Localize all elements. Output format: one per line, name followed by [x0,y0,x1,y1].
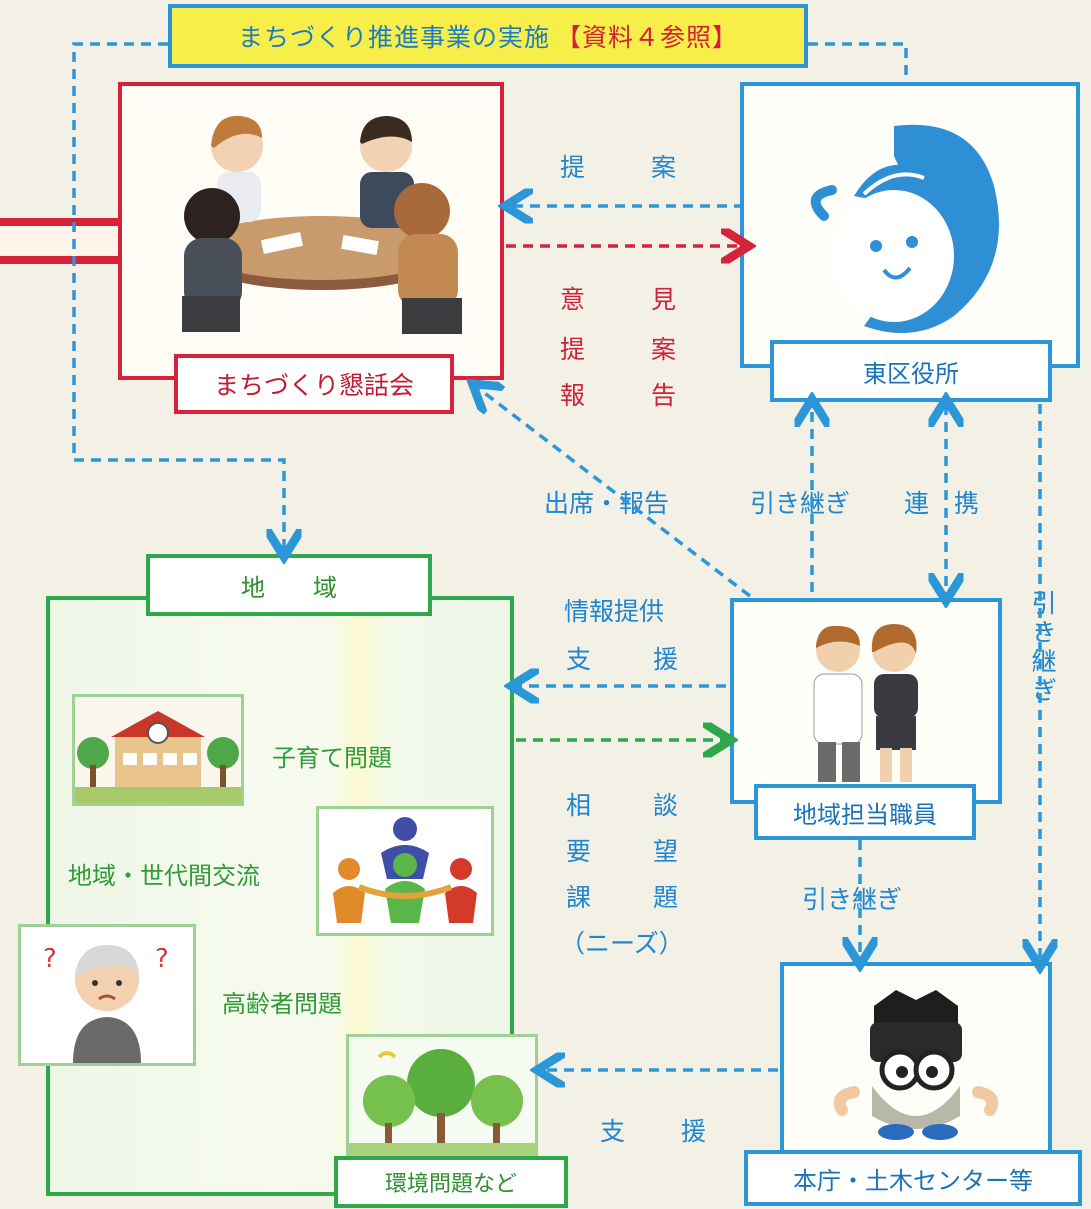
teian-label: 提 案 [560,148,676,184]
koryu-text: 地域・世代間交流 [68,862,260,890]
staff-illustration [813,624,918,782]
school-picture [72,694,244,806]
kuyakusho-box [740,82,1080,368]
svg-text:?: ? [43,944,57,974]
meeting-illustration [182,115,462,334]
honcho-label: 本庁・土木センター等 [744,1150,1082,1206]
iken-char: 告 [650,381,676,410]
shien-mid-label: 支 援 [566,640,678,676]
elderly-icon: ? ? [21,927,193,1063]
trees-picture [346,1034,538,1160]
iken-line: 意 見 [560,280,676,330]
shien-bottom-label: 支 援 [600,1112,706,1148]
iken-line: 報 告 [560,376,676,422]
elderly-picture: ? ? [18,924,196,1066]
school-icon [75,697,241,803]
teian-char-1: 提 [560,153,586,182]
sodan-char: 相 [566,791,592,820]
sodan-line: 課 題 [566,878,678,924]
teian-char-2: 案 [650,153,676,182]
shien-char: 援 [652,645,678,674]
people-circle-icon [319,809,491,933]
sodan-char: 要 [566,837,592,866]
tanto-box [730,598,1002,804]
iken-char: 提 [560,335,586,364]
kosodate-text: 子育て問題 [272,744,392,772]
kuyakusho-label: 東区役所 [770,340,1052,402]
sodan-label-group: 相 談 要 望 課 題 （ニーズ） [560,786,684,960]
sodan-char: 談 [652,791,678,820]
hikitsugi-bottom-label: 引き継ぎ [802,885,903,914]
iken-char: 見 [650,285,676,314]
iken-label-group: 意 見 提 案 報 告 [560,280,676,422]
sodan-char: 望 [652,837,678,866]
iken-char: 案 [650,335,676,364]
shien-char: 支 [600,1117,626,1146]
koreisha-text: 高齢者問題 [222,990,342,1018]
mascot-icon [810,124,999,334]
hikitsugi-top-label: 引き継ぎ [750,489,851,518]
sodan-char: 題 [652,883,678,912]
sodan-char: 課 [566,883,592,912]
hikitsugi-right-label: 引き継ぎ [1028,590,1057,706]
kankyo-label: 環境問題など [334,1156,568,1208]
shusseki-label: 出席・報告 [544,489,670,518]
sodan-line: 要 望 [566,832,678,878]
banner-reference: 【資料４参照】 [556,23,739,52]
trees-icon [349,1037,535,1157]
renkei-label: 連 携 [904,489,980,518]
konwakai-box [118,82,504,380]
shien-char: 支 [566,645,592,674]
castle-mascot-icon [833,990,999,1140]
tanto-label: 地域担当職員 [754,784,976,840]
needs-text: （ニーズ） [560,929,684,958]
banner-title: まちづくり推進事業の実施 [237,23,550,52]
svg-text:?: ? [155,944,169,974]
banner-right-connector [808,42,908,80]
chiiki-label: 地 域 [146,554,432,616]
joho-label: 情報提供 [564,597,665,626]
sodan-line: 相 談 [566,786,678,832]
honcho-box [780,962,1052,1162]
banner: まちづくり推進事業の実施 【資料４参照】 [168,4,808,68]
circle-picture [316,806,494,936]
shien-char: 援 [680,1117,706,1146]
iken-char: 報 [560,381,586,410]
iken-line: 提 案 [560,330,676,376]
iken-char: 意 [560,285,586,314]
konwakai-label: まちづくり懇話会 [174,354,454,414]
